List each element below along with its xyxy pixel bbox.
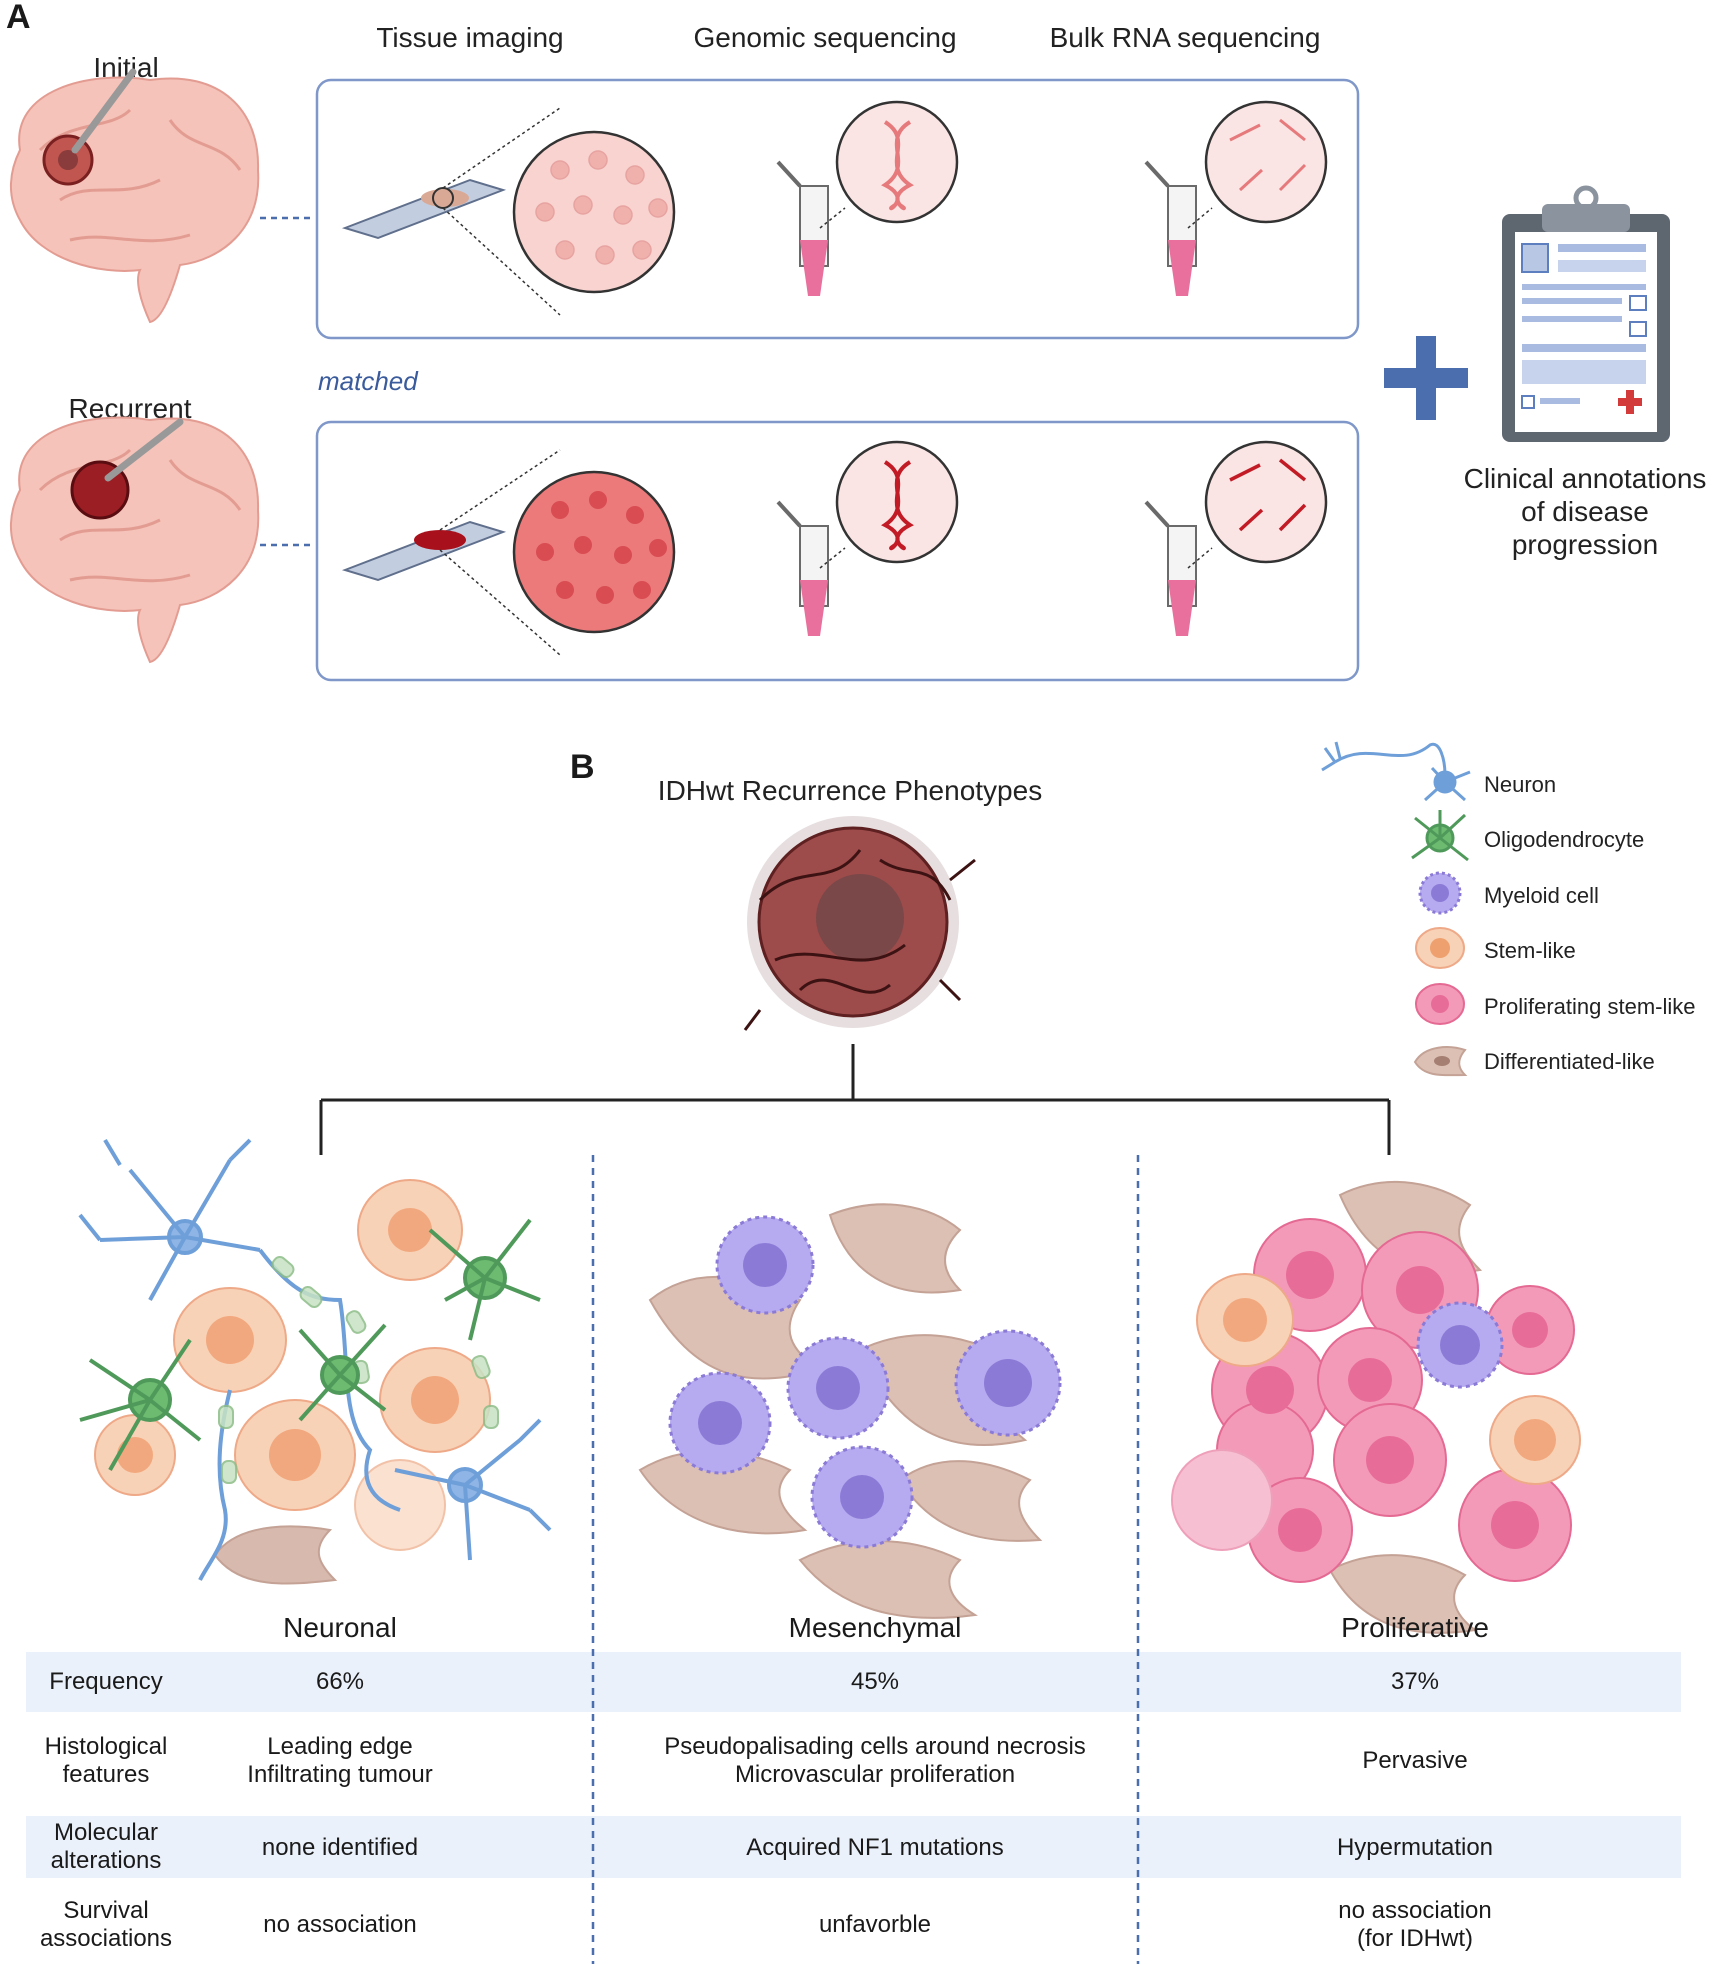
- plus-icon: [1384, 336, 1468, 420]
- molecular-proliferative: Hypermutation: [1336, 1834, 1494, 1861]
- legend-myeloid-cell: Myeloid cell: [1484, 883, 1599, 908]
- molecular-neuronal: none identified: [261, 1834, 419, 1861]
- tissue-zoom-recurrent: [512, 470, 676, 634]
- brain-recurrent-illustration: [9, 416, 260, 664]
- frequency-neuronal: 66%: [315, 1668, 365, 1695]
- differentiated-like-icon: [1413, 1046, 1468, 1077]
- row-band-frequency: [26, 1652, 1681, 1712]
- header-tissue-imaging: Tissue imaging: [376, 22, 564, 53]
- phenotype-title-neuronal: Neuronal: [283, 1612, 397, 1643]
- row-band-molecular: [26, 1816, 1681, 1878]
- molecular-mesenchymal: Acquired NF1 mutations: [746, 1834, 1004, 1861]
- histological-neuronal-line-1: Leading edge: [267, 1733, 413, 1760]
- frequency-proliferative: 37%: [1390, 1668, 1440, 1695]
- dna-zoom-recurrent: [835, 440, 959, 564]
- brain-initial-illustration: [9, 68, 260, 324]
- slide-recurrent: [341, 520, 507, 582]
- tube-genomic-initial: [776, 160, 829, 296]
- histological-neuronal-line-2: Infiltrating tumour: [247, 1761, 433, 1788]
- stem-like-icon: [1415, 927, 1465, 969]
- histological-mesenchymal: Pseudopalisading cells around necrosis M…: [620, 1733, 1130, 1789]
- clipboard-icon: [1502, 185, 1670, 442]
- tube-rna-recurrent: [1144, 500, 1197, 636]
- row-label-histological-line-1: Histological: [44, 1733, 168, 1760]
- rna-zoom-recurrent: [1204, 440, 1328, 564]
- clinical-annotations-label: Clinical annotations of disease progress…: [1455, 462, 1713, 561]
- legend-differentiated-like: Differentiated-like: [1484, 1049, 1655, 1074]
- mesenchymal-cell-cluster: [638, 1203, 1062, 1619]
- row-label-molecular-line-1: Molecular: [53, 1819, 159, 1846]
- histological-mesenchymal-line-2: Microvascular proliferation: [734, 1761, 1016, 1788]
- tumour-illustration: [743, 816, 976, 1031]
- neuronal-cell-cluster: [78, 1138, 552, 1585]
- dna-zoom-initial: [835, 100, 959, 224]
- row-label-histological-line-2: features: [62, 1761, 150, 1788]
- clinical-line-1: Clinical annotations: [1463, 463, 1707, 494]
- survival-proliferative: no association (for IDHwt): [1245, 1897, 1585, 1953]
- myeloid-cell-icon: [1418, 871, 1462, 915]
- row-label-frequency: Frequency: [49, 1668, 163, 1695]
- row-label-survival-line-2: associations: [39, 1925, 173, 1952]
- proliferative-cell-cluster: [1171, 1180, 1581, 1634]
- recurrent-sample-box: [315, 420, 1360, 682]
- matched-label: matched: [318, 366, 418, 396]
- phenotype-title-proliferative: Proliferative: [1341, 1612, 1489, 1643]
- header-genomic-sequencing: Genomic sequencing: [693, 22, 957, 53]
- rna-zoom-initial: [1204, 100, 1328, 224]
- clinical-line-3: progression: [1511, 529, 1659, 560]
- panel-a-letter: A: [6, 0, 31, 36]
- tissue-zoom-initial: [512, 130, 676, 294]
- survival-mesenchymal: unfavorble: [818, 1911, 932, 1938]
- survival-neuronal: no association: [263, 1911, 417, 1938]
- phenotype-title-mesenchymal: Mesenchymal: [788, 1612, 962, 1643]
- histological-neuronal: Leading edge Infiltrating tumour: [200, 1733, 480, 1789]
- oligodendrocyte-icon: [1411, 810, 1469, 862]
- legend-stem-like: Stem-like: [1484, 938, 1576, 963]
- histological-proliferative: Pervasive: [1362, 1747, 1468, 1774]
- survival-proliferative-line-1: no association: [1338, 1897, 1492, 1924]
- legend-neuron: Neuron: [1484, 772, 1557, 797]
- panel-b-letter: B: [570, 748, 595, 786]
- tube-genomic-recurrent: [776, 500, 829, 636]
- survival-proliferative-line-2: (for IDHwt): [1357, 1925, 1473, 1952]
- legend-oligodendrocyte: Oligodendrocyte: [1484, 827, 1645, 852]
- neuron-icon: [1321, 741, 1471, 802]
- slide-initial: [341, 178, 507, 240]
- row-label-molecular: Molecular alterations: [26, 1819, 186, 1875]
- row-label-histological: Histological features: [26, 1733, 186, 1789]
- clinical-line-2: of disease: [1521, 496, 1649, 527]
- row-label-survival: Survival associations: [26, 1897, 186, 1953]
- proliferating-stem-like-icon: [1415, 983, 1465, 1025]
- initial-sample-box: [315, 78, 1360, 340]
- tube-rna-initial: [1144, 160, 1197, 296]
- row-label-molecular-line-2: alterations: [50, 1847, 162, 1874]
- histological-mesenchymal-line-1: Pseudopalisading cells around necrosis: [664, 1733, 1086, 1760]
- legend-proliferating-stem-like: Proliferating stem-like: [1484, 994, 1696, 1019]
- header-bulk-rna-sequencing: Bulk RNA sequencing: [1049, 22, 1321, 53]
- panel-a-graphics: [9, 68, 1670, 682]
- frequency-mesenchymal: 45%: [850, 1668, 900, 1695]
- row-label-survival-line-1: Survival: [63, 1897, 149, 1924]
- panel-b-title: IDHwt Recurrence Phenotypes: [657, 775, 1043, 806]
